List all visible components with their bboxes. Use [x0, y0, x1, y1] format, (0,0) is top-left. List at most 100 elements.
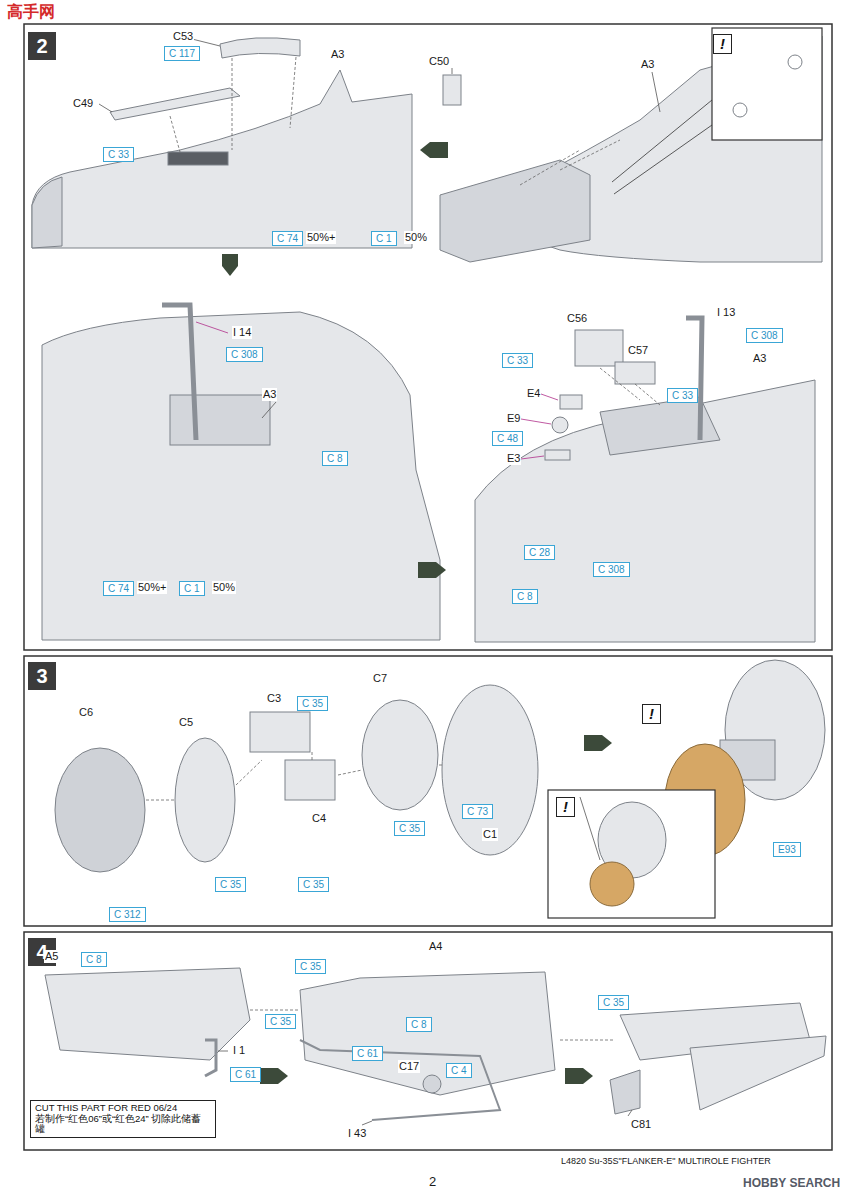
- paint-callout-text: C 33: [108, 149, 129, 160]
- step-number-text: 3: [36, 665, 47, 687]
- paint-callout-text: C 28: [529, 547, 550, 558]
- canopy-part: [220, 38, 300, 58]
- radome-part: [55, 748, 145, 872]
- watermark: 高手网: [6, 2, 56, 22]
- paint-callout: C 33: [502, 353, 533, 368]
- paint-callout-text: C 48: [497, 433, 518, 444]
- paint-callout: C 35: [215, 877, 246, 892]
- paint-callout-text: C 8: [86, 954, 102, 965]
- paint-callout: C 33: [103, 147, 134, 162]
- paint-callout-text: C 33: [507, 355, 528, 366]
- paint-callout-text: C 1: [184, 583, 200, 594]
- caution-mark-text: !: [563, 798, 568, 815]
- paint-callout: C 117: [164, 46, 200, 61]
- seat-part: [615, 362, 655, 384]
- paint-callout: C 8: [406, 1017, 432, 1032]
- part-label: C17: [398, 1060, 420, 1073]
- leader-line: [99, 104, 112, 112]
- assembly-line: [146, 800, 174, 801]
- step-number: 3: [28, 662, 56, 690]
- leader-line: [580, 797, 600, 860]
- part-label: A3: [262, 388, 277, 401]
- caution-mark-text: !: [720, 35, 725, 52]
- paint-callout-text: C 35: [220, 879, 241, 890]
- assembly-line: [170, 116, 180, 152]
- paint-callout: C 61: [230, 1067, 261, 1082]
- ring-part: [362, 700, 438, 810]
- paint-callout: C 1: [371, 231, 397, 246]
- intake-part: [690, 1036, 826, 1110]
- leader-line: [521, 419, 551, 424]
- leader-line: [362, 1121, 372, 1125]
- step-panel: [24, 656, 832, 926]
- part-label: E9: [506, 412, 521, 425]
- step-arrow: [418, 562, 446, 578]
- leader-line: [652, 72, 660, 112]
- coaming-part: [110, 88, 240, 120]
- part-label: 50%+: [137, 581, 167, 594]
- etched-radar-plate: [590, 862, 634, 906]
- part-label: I 1: [232, 1044, 246, 1057]
- paint-callout-text: C 33: [672, 390, 693, 401]
- page-number: 2: [428, 1174, 437, 1190]
- paint-callout-text: C 35: [300, 961, 321, 972]
- part-label: C49: [72, 97, 94, 110]
- paint-callout: C 74: [272, 231, 303, 246]
- part-label: C7: [372, 672, 388, 685]
- canopy-strut: [686, 318, 702, 440]
- step-number-text: 2: [36, 35, 47, 57]
- paint-callout: C 1: [179, 581, 205, 596]
- assembly-line: [560, 1040, 615, 1041]
- leader-line: [452, 68, 453, 74]
- paint-callout-text: C 73: [467, 806, 488, 817]
- step-arrow: [260, 1068, 288, 1084]
- cut-note: CUT THIS PART FOR RED 06/24若制作“红色06”或“红色…: [30, 1100, 216, 1138]
- small-part: [443, 75, 461, 105]
- kit-title: L4820 Su-35S"FLANKER-E" MULTIROLE FIGHTE…: [560, 1156, 772, 1167]
- assembly-line: [560, 140, 620, 170]
- part-label: 50%: [212, 581, 236, 594]
- cockpit-tub: [440, 160, 590, 262]
- leader-line: [541, 394, 558, 400]
- leader-line: [614, 125, 712, 194]
- part-label: C4: [311, 812, 327, 825]
- step-arrow: [420, 142, 448, 158]
- part-label: I 14: [232, 326, 252, 339]
- paint-callout: C 308: [593, 562, 630, 577]
- paint-callout-text: C 4: [451, 1065, 467, 1076]
- part-label: C81: [630, 1118, 652, 1131]
- paint-callout-text: C 312: [114, 909, 141, 920]
- mount-part: [250, 712, 310, 752]
- part-label: C57: [627, 344, 649, 357]
- paint-callout: C 8: [512, 589, 538, 604]
- leader-line: [196, 322, 228, 333]
- small-part: [205, 1040, 216, 1076]
- part-label: E4: [526, 387, 541, 400]
- caution-mark-text: !: [649, 705, 654, 722]
- locating-pin: [788, 55, 802, 69]
- locating-pin: [733, 103, 747, 117]
- paint-callout-text: C 61: [235, 1069, 256, 1080]
- assembly-line: [600, 368, 640, 400]
- bulkhead-part: [442, 685, 538, 855]
- part-label: A4: [428, 940, 443, 953]
- paint-callout: C 8: [322, 451, 348, 466]
- part-label: A3: [752, 352, 767, 365]
- paint-callout: C 48: [492, 431, 523, 446]
- part-label: A5: [44, 950, 59, 963]
- paint-callout: C 308: [226, 347, 263, 362]
- intake-part: [300, 972, 555, 1095]
- mount-part: [285, 760, 335, 800]
- part-label: E3: [506, 452, 521, 465]
- paint-callout: C 35: [598, 995, 629, 1010]
- step-number: 2: [28, 32, 56, 60]
- paint-callout-text: C 308: [751, 330, 778, 341]
- fuselage-part: [32, 70, 412, 248]
- paint-callout: C 312: [109, 907, 146, 922]
- paint-callout-text: C 1: [376, 233, 392, 244]
- part-label: I 13: [716, 306, 736, 319]
- small-part: [423, 1075, 441, 1093]
- paint-callout: C 73: [462, 804, 493, 819]
- paint-callout: C 35: [394, 821, 425, 836]
- paint-callout-text: C 8: [327, 453, 343, 464]
